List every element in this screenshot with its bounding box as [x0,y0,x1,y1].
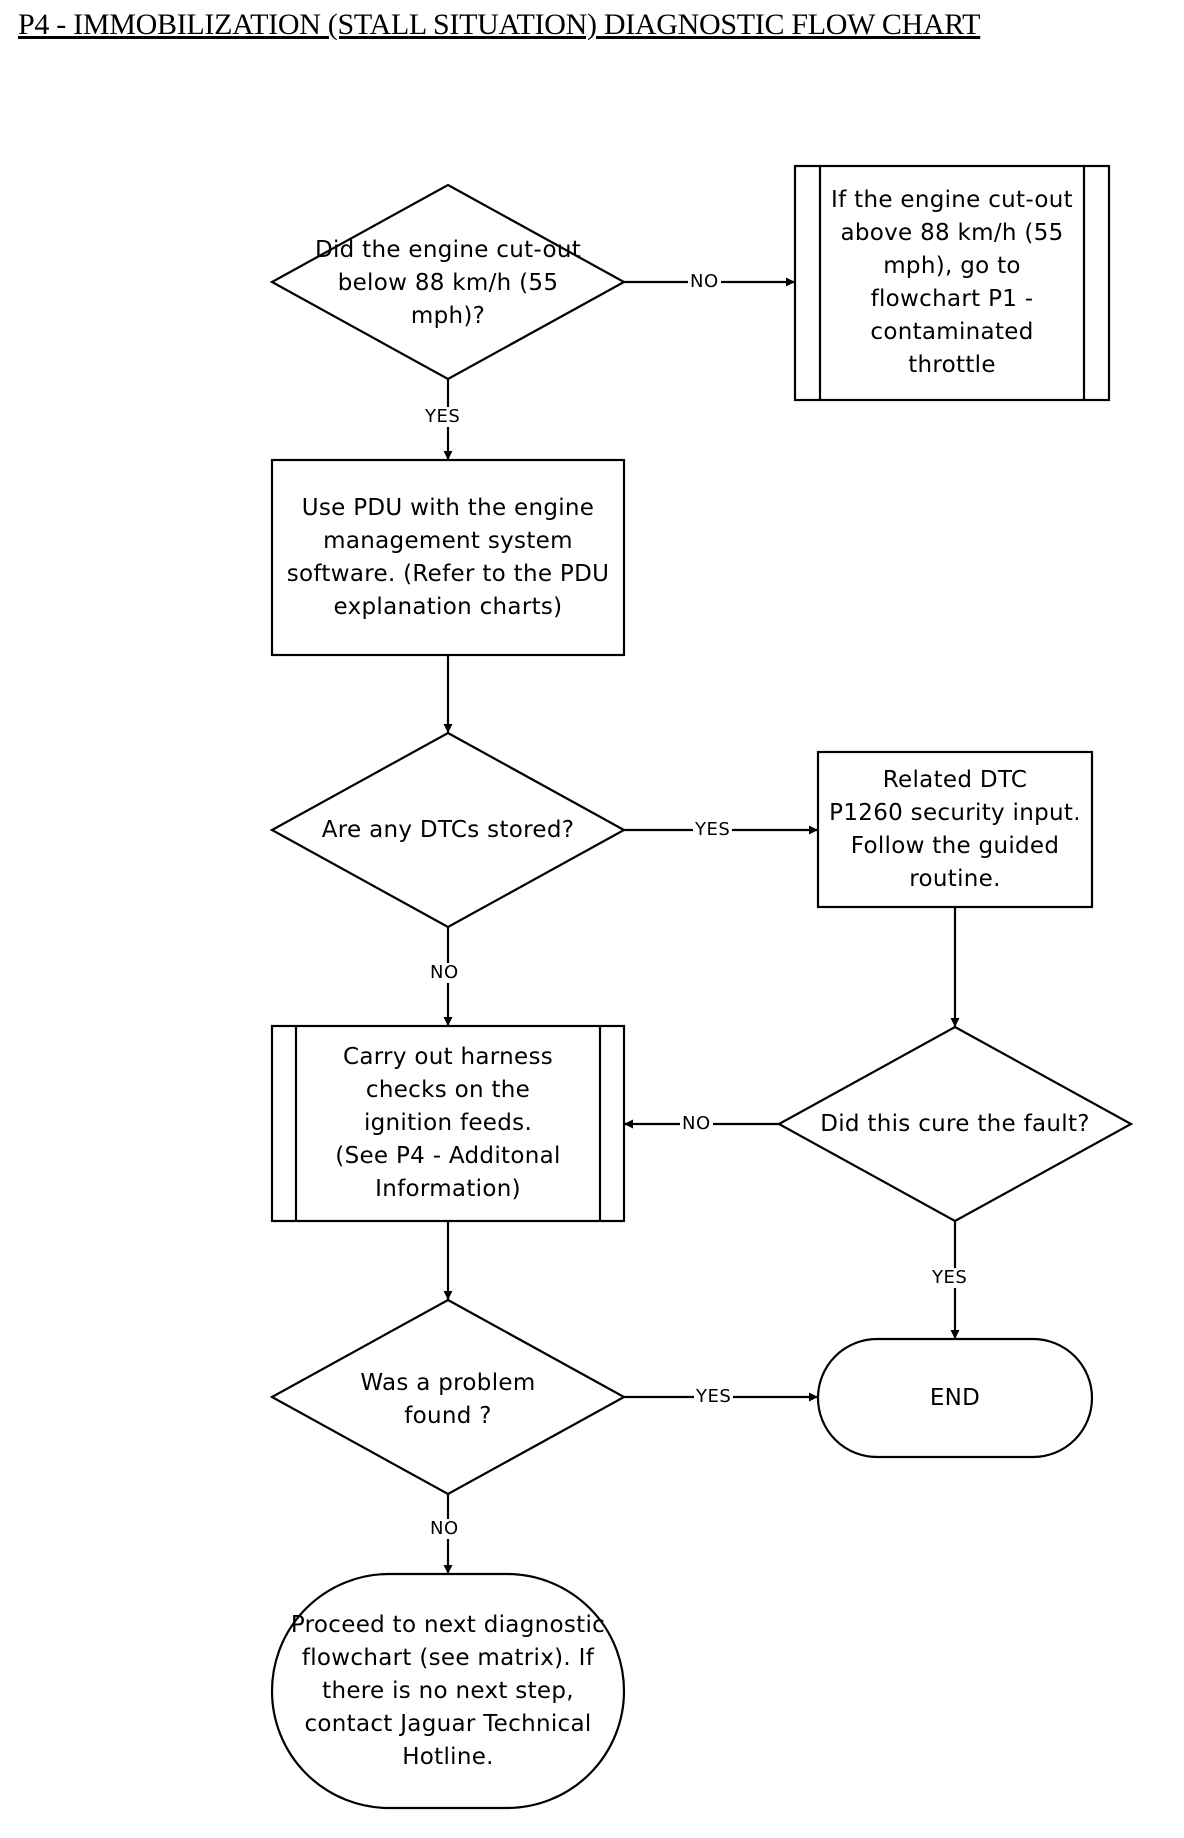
edge-label-speed-yes: YES [423,406,463,427]
node-text-line: throttle [908,352,996,378]
node-text-line: above 88 km/h (55 [840,220,1064,246]
node-text-line: P1260 security input. [829,799,1081,826]
node-text-line: contact Jaguar Technical [304,1710,592,1737]
node-text-line: found ? [404,1403,492,1429]
page-title: P4 - IMMOBILIZATION (STALL SITUATION) DI… [18,8,981,41]
node-text-line: software. (Refer to the PDU [286,560,610,587]
node-text-line: management system [323,527,573,554]
node-text-line: mph)? [410,302,486,329]
node-text-line: mph), go to [883,253,1021,279]
edge-label-dtcs-no: NO [428,962,461,983]
process-related-dtc-shape [816,750,1094,909]
node-text-line: routine. [909,865,1001,892]
process-p1-redirect-shape [793,164,1111,402]
node-text-line: Are any DTCs stored? [321,816,575,843]
node-text-line: Was a problem [360,1370,536,1396]
decision-problem-text: Was a problem found ? [272,1367,624,1433]
node-text-line: Carry out harness [342,1044,554,1070]
node-text-line: checks on the [365,1077,531,1103]
terminator-end-text: END [818,1339,1092,1457]
edge-label-problem-no: NO [428,1518,461,1539]
node-text-line: explanation charts) [333,593,563,620]
decision-speed-text: Did the engine cut-out below 88 km/h (55 m… [272,232,624,334]
edge-label-cure-yes: YES [930,1267,970,1288]
edge-label-cure-no: NO [680,1113,713,1134]
decision-dtcs-text: Are any DTCs stored? [272,800,624,860]
process-related-dtc-text: Related DTC P1260 security input. Follow t… [818,752,1092,907]
node-text-line: Hotline. [402,1743,494,1770]
node-text-line: ignition feeds. [363,1110,533,1136]
node-text-line: flowchart (see matrix). If [301,1644,595,1671]
decision-cure-text: Did this cure the fault? [779,1094,1131,1154]
terminator-proceed-text: Proceed to next diagnostic flowchart (see… [272,1574,624,1808]
node-text-line: Follow the guided [850,832,1060,859]
node-text-line: Related DTC [882,766,1028,793]
node-text-line: Proceed to next diagnostic [290,1611,606,1638]
node-text-line: END [929,1384,981,1411]
node-text-line: Use PDU with the engine [301,494,595,521]
process-harness-shape [270,1024,626,1223]
node-text-line: Information) [375,1176,521,1202]
node-text-line: Did this cure the fault? [820,1110,1090,1137]
node-text-line: (See P4 - Additonal [335,1143,561,1169]
node-text-line: there is no next step, [322,1677,574,1704]
node-text-line: If the engine cut-out [831,187,1073,213]
node-text-line: contaminated [870,319,1034,345]
node-text-line: below 88 km/h (55 [337,269,559,296]
node-text-line: flowchart P1 - [870,286,1034,312]
node-text-line: Did the engine cut-out [314,236,582,263]
edge-label-dtcs-yes: YES [693,819,733,840]
process-harness-text: Carry out harness checks on the ignition f… [296,1026,600,1221]
process-use-pdu-text: Use PDU with the engine management system… [272,460,624,655]
edge-label-speed-no: NO [688,271,721,292]
process-use-pdu-shape [270,458,626,657]
edge-label-problem-yes: YES [694,1386,734,1407]
process-p1-redirect-text: If the engine cut-out above 88 km/h (55 mp… [820,166,1084,400]
